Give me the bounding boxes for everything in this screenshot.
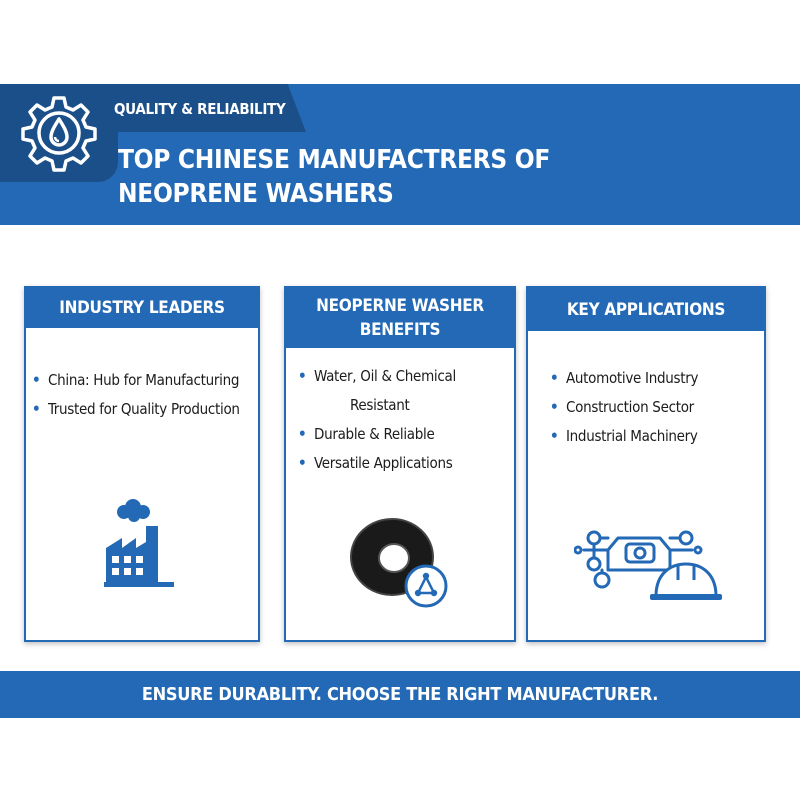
title-line-2: NEOPRENE WASHERS (118, 179, 394, 209)
card-list: Automotive Industry Construction Sector … (528, 364, 764, 451)
footer-banner: ENSURE DURABLITY. CHOOSE THE RIGHT MANUF… (0, 671, 800, 718)
list-item: Automotive Industry (548, 364, 764, 393)
gear-drop-icon (21, 96, 97, 172)
list-item: Durable & Reliable (296, 420, 514, 449)
title-line-1: TOP CHINESE MANUFACTRERS OF (118, 145, 551, 175)
list-item: China: Hub for Manufacturing (30, 366, 258, 395)
list-item: Trusted for Quality Production (30, 395, 258, 424)
footer-text: ENSURE DURABLITY. CHOOSE THE RIGHT MANUF… (141, 684, 659, 705)
card-title: INDUSTRY LEADERS (26, 288, 258, 328)
list-item: Water, Oil & Chemical Resistant (296, 362, 514, 420)
list-item: Construction Sector (548, 393, 764, 422)
card-title: KEY APPLICATIONS (528, 288, 764, 331)
list-item: Versatile Applications (296, 449, 514, 478)
card-title-line-2: BENEFITS (359, 320, 441, 340)
card-list: China: Hub for Manufacturing Trusted for… (26, 366, 258, 424)
card-title: NEOPERNE WASHER BENEFITS (286, 288, 514, 348)
factory-icon (104, 499, 174, 587)
washer-icon (350, 518, 448, 608)
page-title: TOP CHINESE MANUFACTRERS OF NEOPRENE WAS… (118, 143, 550, 211)
machinery-hardhat-icon (574, 530, 722, 600)
card-key-applications: KEY APPLICATIONS Automotive Industry Con… (526, 286, 766, 642)
tagline: QUALITY & RELIABILITY (114, 100, 286, 118)
gear-badge (0, 84, 118, 182)
list-item: Industrial Machinery (548, 422, 764, 451)
card-list: Water, Oil & Chemical Resistant Durable … (286, 362, 514, 478)
card-washer-benefits: NEOPERNE WASHER BENEFITS Water, Oil & Ch… (284, 286, 516, 642)
card-industry-leaders: INDUSTRY LEADERS China: Hub for Manufact… (24, 286, 260, 642)
card-title-line-1: NEOPERNE WASHER (316, 296, 484, 316)
